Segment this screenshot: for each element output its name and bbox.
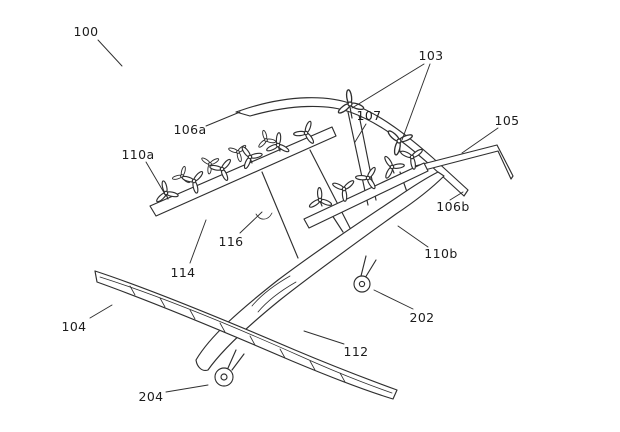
strut <box>261 171 299 259</box>
ref-label-106b: 106b <box>436 199 469 214</box>
strut <box>309 149 351 229</box>
hatch <box>159 297 166 308</box>
rotor-mast <box>349 106 353 119</box>
leader-114 <box>189 219 207 264</box>
nose-landing-gear <box>214 349 245 387</box>
ref-label-105: 105 <box>494 113 519 128</box>
leader-202 <box>373 289 414 310</box>
hatch <box>129 285 136 296</box>
gear-strut <box>227 349 237 369</box>
leader-110b <box>397 225 429 248</box>
left-rotor-wing <box>149 126 337 217</box>
leader-112 <box>303 330 345 345</box>
tail-stabilizer <box>414 144 514 180</box>
rear-wheel <box>353 275 371 293</box>
main-wing <box>94 270 398 400</box>
leader-103b <box>401 63 431 141</box>
left-rotors <box>154 116 322 208</box>
ref-label-106a: 106a <box>173 122 206 137</box>
fuselage <box>195 171 445 372</box>
rear-landing-gear <box>353 255 377 293</box>
ref-label-112: 112 <box>343 344 368 359</box>
high-wing <box>235 97 469 197</box>
nose-wheel <box>214 367 234 387</box>
canopy <box>251 275 297 313</box>
hatch <box>309 360 316 371</box>
gear-strut <box>231 353 245 371</box>
rear-wheel-hub <box>358 280 366 288</box>
hatch <box>189 309 196 320</box>
leader-105 <box>461 127 499 154</box>
hatch <box>249 335 256 346</box>
leader-107 <box>354 123 367 143</box>
ref-label-104: 104 <box>61 319 86 334</box>
ref-label-103: 103 <box>418 48 443 63</box>
ref-labels: 100 103 106a 107 105 110a 106b 116 110b … <box>61 24 519 404</box>
leader-106a <box>205 111 241 127</box>
right-rotor-wing <box>303 162 429 229</box>
ref-label-202: 202 <box>409 310 434 325</box>
wing-hatching <box>129 285 346 383</box>
ref-label-110a: 110a <box>121 147 154 162</box>
gear-strut <box>364 259 377 279</box>
leader-lines <box>89 39 499 393</box>
ref-label-204: 204 <box>138 389 163 404</box>
canopy-line <box>257 281 297 313</box>
pylon-line <box>347 111 369 206</box>
leader-104 <box>89 304 113 319</box>
hatch <box>279 348 286 359</box>
ref-label-107: 107 <box>356 108 381 123</box>
right-rotors <box>306 145 427 216</box>
ref-label-114: 114 <box>170 265 195 280</box>
ref-label-116: 116 <box>218 234 243 249</box>
ref-label-100: 100 <box>73 24 98 39</box>
canopy-line <box>251 275 291 307</box>
leader-204 <box>165 384 209 393</box>
top-rotors <box>335 86 418 158</box>
hatch <box>219 322 226 333</box>
nose-wheel-hub <box>220 373 228 381</box>
gear-strut <box>360 255 367 277</box>
aircraft-drawing <box>94 86 514 400</box>
leader-100 <box>97 39 123 67</box>
hatch <box>339 372 346 383</box>
leader-110a <box>145 161 167 197</box>
ref-label-110b: 110b <box>424 246 457 261</box>
leader-116 <box>239 211 263 234</box>
leader-106b <box>449 191 464 201</box>
boom-nacelle <box>255 212 273 220</box>
leader-103a <box>351 63 425 109</box>
main-wing-inner-line <box>99 276 393 394</box>
